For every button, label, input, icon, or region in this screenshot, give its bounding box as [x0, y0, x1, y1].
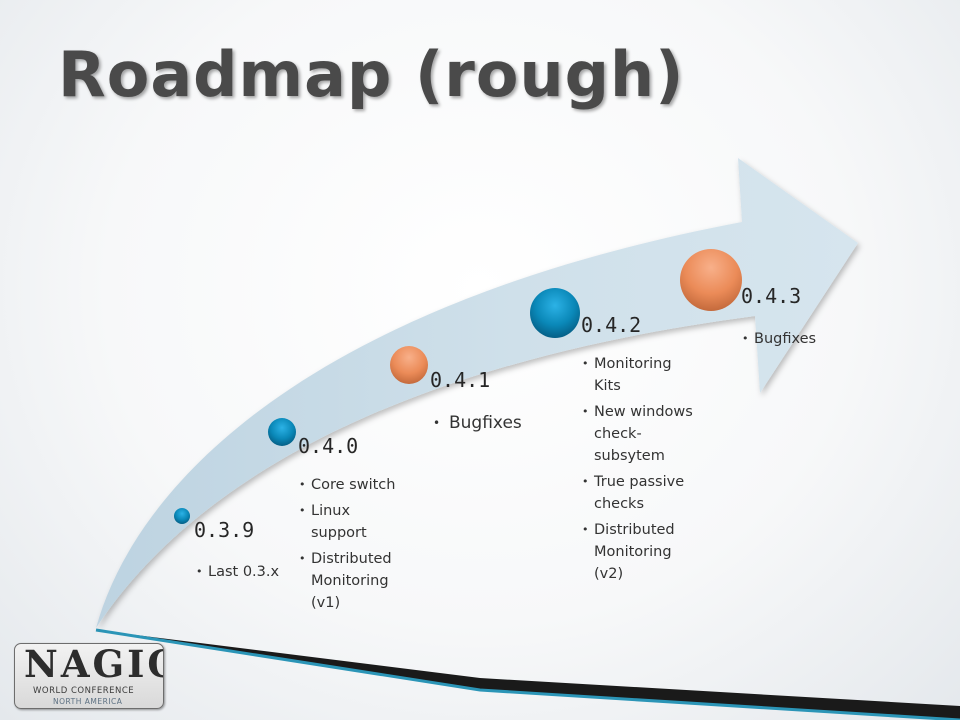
logo-region: NORTH AMERICA — [53, 697, 123, 706]
logo-subtitle: WORLD CONFERENCE — [33, 686, 135, 696]
version-label: 0.4.2 — [581, 313, 642, 337]
note-item: Monitoring Kits — [582, 353, 700, 397]
note-item: Linux support — [299, 500, 409, 544]
version-label: 0.4.3 — [741, 284, 802, 308]
note-item: True passive checks — [582, 471, 700, 515]
notes-list: Last 0.3.x — [196, 561, 306, 587]
notes-list: Monitoring Kits New windows check-subsyt… — [582, 353, 700, 589]
roadmap-arrow — [96, 158, 858, 628]
note-item: Distributed Monitoring (v2) — [582, 519, 700, 585]
bottom-accent-shadow — [96, 630, 960, 720]
nagios-conference-logo: NAGIOS WORLD CONFERENCE NORTH AMERICA — [14, 643, 164, 709]
node-0-4-1 — [390, 346, 428, 384]
note-item: Last 0.3.x — [196, 561, 306, 583]
slide-title: Roadmap (rough) — [58, 38, 685, 111]
note-item: Bugfixes — [433, 412, 563, 434]
node-0-4-3 — [680, 249, 742, 311]
note-item: Core switch — [299, 474, 409, 496]
version-label: 0.4.1 — [430, 368, 491, 392]
notes-list: Core switch Linux support Distributed Mo… — [299, 474, 409, 618]
notes-list: Bugfixes — [742, 328, 862, 354]
version-label: 0.4.0 — [298, 434, 359, 458]
notes-list: Bugfixes — [433, 412, 563, 438]
note-item: Distributed Monitoring (v1) — [299, 548, 409, 614]
note-item: Bugfixes — [742, 328, 862, 350]
node-0-4-0 — [268, 418, 296, 446]
bottom-accent-line — [95, 628, 960, 720]
version-label: 0.3.9 — [194, 518, 255, 542]
node-0-3-9 — [174, 508, 190, 524]
note-item: New windows check-subsytem — [582, 401, 700, 467]
node-0-4-2 — [530, 288, 580, 338]
logo-name: NAGIOS — [24, 643, 163, 686]
